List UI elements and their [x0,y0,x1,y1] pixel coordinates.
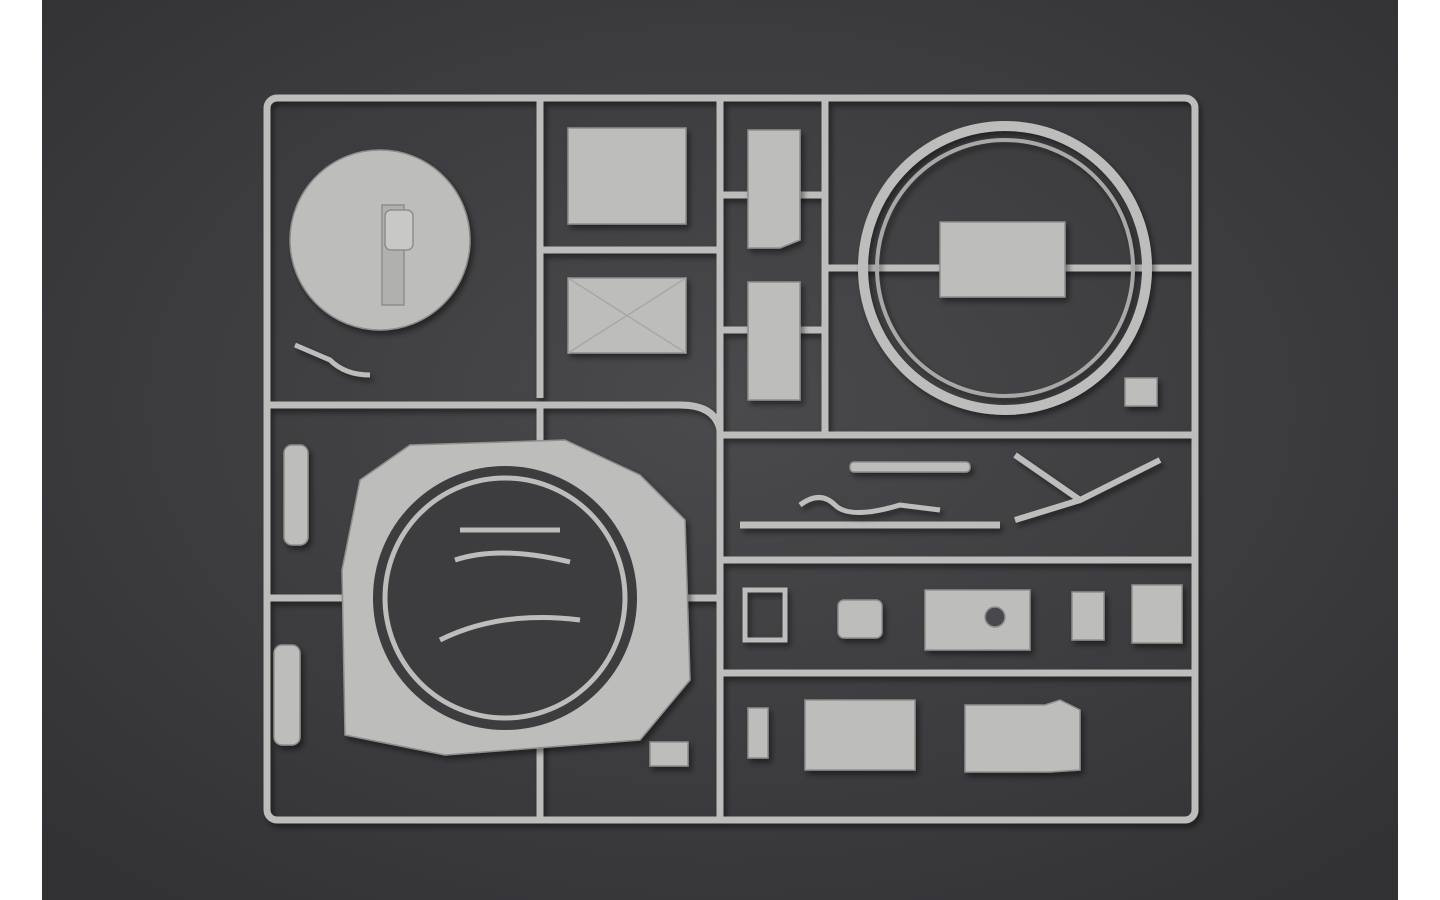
sprue-parts [273,121,1183,773]
plate-part [747,129,801,249]
box-part [567,127,687,225]
cylinder-part [273,644,301,746]
cylinder-part [283,444,309,546]
ring-part [858,121,1152,415]
engine-block-part [924,589,1031,651]
sprue-frame [263,94,1199,824]
round-hatch-part [289,149,471,331]
plate-part [747,281,801,401]
box-part [939,221,1066,298]
